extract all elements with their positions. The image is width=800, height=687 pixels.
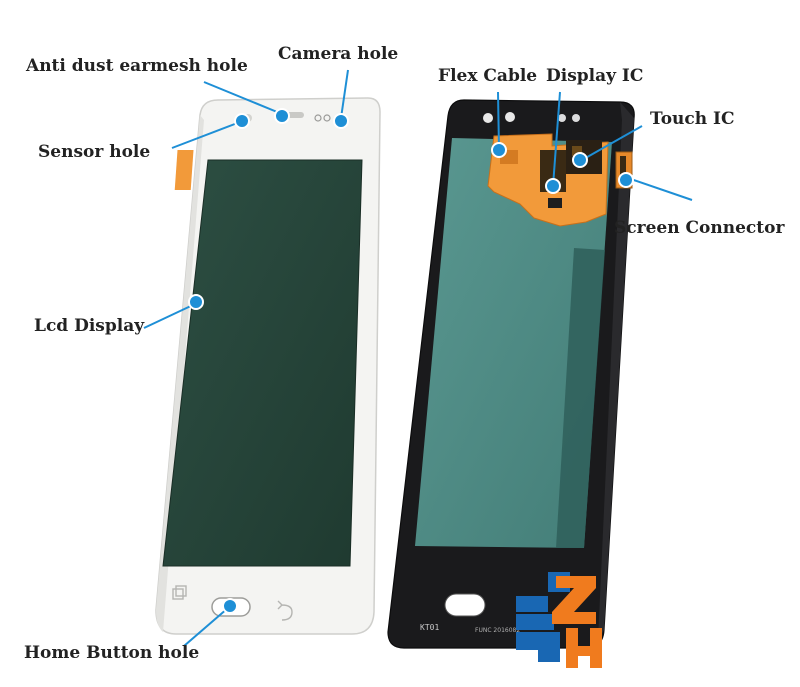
brand-logo-icon (516, 572, 602, 668)
rear-panel-code: KT01 (420, 623, 439, 632)
dot-camera (333, 113, 349, 129)
leader-sensor (171, 121, 241, 149)
lcd-display-area (162, 159, 363, 567)
back-key-icon (277, 600, 293, 621)
dot-touch-ic (572, 152, 588, 168)
leader-lines (143, 69, 693, 647)
recent-apps-icon (172, 585, 187, 600)
dot-connector (618, 172, 634, 188)
label-display-ic: Display IC (546, 66, 644, 86)
leader-home (183, 607, 229, 647)
rear-panel: KT01 FUNC 2016082 (387, 99, 635, 649)
dot-display-ic (545, 178, 561, 194)
leader-flex (497, 91, 500, 151)
dot-home (222, 598, 238, 614)
label-flex: Flex Cable (438, 66, 538, 86)
leader-touch-ic (581, 125, 643, 161)
dot-lcd (188, 294, 204, 310)
dot-flex (491, 142, 507, 158)
dot-sensor (234, 113, 250, 129)
label-sensor: Sensor hole (38, 142, 151, 162)
dot-anti-dust (274, 108, 290, 124)
rear-home-hole (444, 593, 486, 617)
side-flex-tab (174, 150, 194, 190)
leader-display-ic (552, 91, 561, 187)
label-home: Home Button hole (24, 643, 200, 663)
leader-lcd (143, 303, 196, 329)
label-lcd: Lcd Display (34, 316, 145, 336)
rear-panel-small: FUNC 2016082 (475, 627, 520, 634)
leader-anti-dust (203, 81, 283, 115)
front-panel (155, 97, 381, 635)
label-camera: Camera hole (278, 44, 399, 64)
label-touch-ic: Touch IC (650, 109, 735, 129)
label-anti-dust: Anti dust earmesh hole (26, 56, 248, 76)
callout-dots (188, 108, 634, 614)
label-connector: Screen Connector (614, 218, 785, 238)
leader-camera (340, 69, 349, 119)
